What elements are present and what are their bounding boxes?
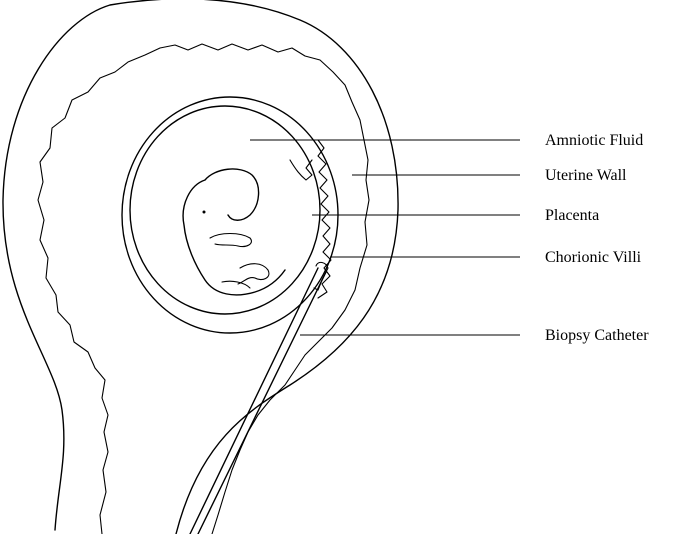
- gestational-sac-outer: [122, 97, 338, 333]
- label-chorionic-villi: Chorionic Villi: [545, 249, 642, 266]
- placenta-ridge: [290, 160, 312, 180]
- embryo-eye: [203, 211, 206, 214]
- embryo-limb: [210, 234, 251, 247]
- label-uterine-wall: Uterine Wall: [545, 167, 627, 184]
- embryo-limb: [238, 264, 269, 284]
- label-placenta: Placenta: [545, 207, 599, 224]
- embryo: [183, 169, 285, 295]
- biopsy-catheter-left: [190, 268, 318, 534]
- amnion: [130, 106, 320, 314]
- uterus-outer-wall: [3, 0, 398, 534]
- biopsy-catheter-right: [198, 272, 326, 534]
- uterus-inner-lining: [38, 44, 369, 534]
- label-amniotic-fluid: Amniotic Fluid: [545, 132, 643, 149]
- label-biopsy-catheter: Biopsy Catheter: [545, 327, 649, 344]
- embryo-limb: [222, 281, 250, 288]
